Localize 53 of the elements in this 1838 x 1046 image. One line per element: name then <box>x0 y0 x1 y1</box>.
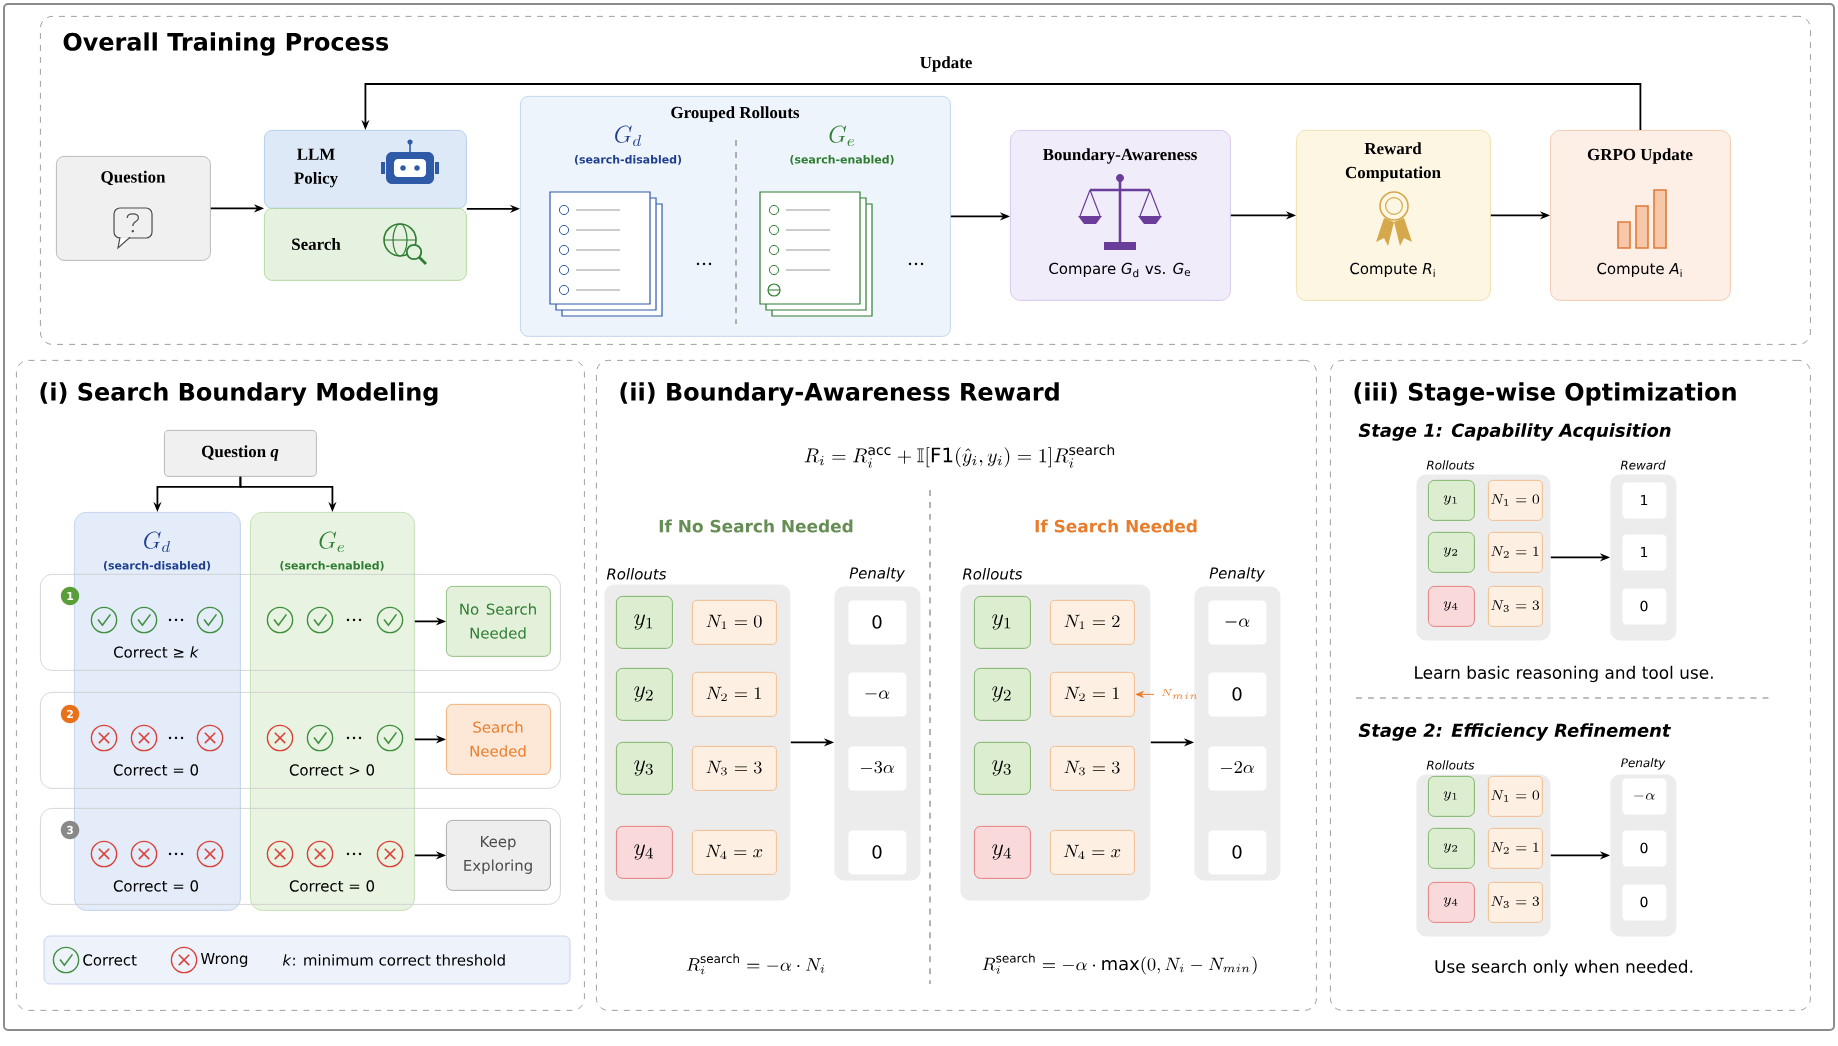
formula: $R_i^{\mathrm{search}} = -\alpha \cdot \max(0, N_i - N_{min})$ <box>982 953 1257 975</box>
search-count-tile: $N_1=0$ <box>1488 776 1543 817</box>
section-heading: If No Search Needed <box>659 519 853 533</box>
search-box: Search <box>264 208 467 281</box>
answer-tile: $y_2$ <box>616 668 673 721</box>
search-count-tile: $N_2=1$ <box>1488 532 1543 573</box>
formula: $R_i = R_i^{\mathrm{acc}} + \mathbb{I}[\mathrm{F1}(\hat{y}_i, y_i) = 1] R_i^{\mathrm{search}}$ <box>804 444 1115 468</box>
question-box: Question q <box>164 430 317 477</box>
answer-tile: $y_2$ <box>974 668 1031 721</box>
threshold-label: $N_{min}$ <box>1162 688 1198 700</box>
answer-tile: $y_4$ <box>616 826 673 879</box>
search-count-tile: $N_1=0$ <box>692 600 777 645</box>
answer-tile: $y_1$ <box>616 596 673 649</box>
question-box: Question <box>56 156 211 261</box>
search-count-tile: $N_2=1$ <box>1050 672 1135 717</box>
stage-heading: Stage 2: Efficiency Refinement <box>1358 723 1671 741</box>
search-count-tile: $N_3=3$ <box>1050 746 1135 791</box>
answer-tile: $y_2$ <box>1428 532 1475 573</box>
answer-tile: $y_1$ <box>1428 776 1475 817</box>
search-count-tile: $N_4=x$ <box>692 830 777 875</box>
formula: $R_i^{\mathrm{search}} = -\alpha \cdot N_i$ <box>686 953 825 975</box>
value-cell: 0 <box>1208 830 1267 875</box>
caption: Learn basic reasoning and tool use. <box>1415 665 1713 683</box>
answer-tile: $y_1$ <box>974 596 1031 649</box>
search-count-tile: $N_1=2$ <box>1050 600 1135 645</box>
search-count-tile: $N_4=x$ <box>1050 830 1135 875</box>
answer-tile: $y_3$ <box>616 742 673 795</box>
value-cell: $-\alpha$ <box>1208 600 1267 645</box>
edge-label: Update <box>917 54 975 74</box>
search-count-tile: $N_3=3$ <box>1488 586 1543 627</box>
answer-tile: $y_4$ <box>1428 586 1475 627</box>
caption: Use search only when needed. <box>1435 959 1693 977</box>
stage-heading: Stage 1: Capability Acquisition <box>1358 423 1671 441</box>
search-count-tile: $N_3=3$ <box>692 746 777 791</box>
answer-tile: $y_2$ <box>1428 828 1475 869</box>
answer-tile: $y_4$ <box>974 826 1031 879</box>
search-count-tile: $N_2=1$ <box>692 672 777 717</box>
answer-tile: $y_1$ <box>1428 480 1475 521</box>
value-cell: 0 <box>848 600 907 645</box>
value-cell: 0 <box>1208 672 1267 717</box>
search-count-tile: $N_3=3$ <box>1488 882 1543 923</box>
value-cell: $-\alpha$ <box>848 672 907 717</box>
value-cell: $-3\alpha$ <box>848 746 907 791</box>
value-cell: $-\alpha$ <box>1622 778 1667 815</box>
answer-tile: $y_3$ <box>974 742 1031 795</box>
arrow <box>1135 691 1155 698</box>
answer-tile: $y_4$ <box>1428 882 1475 923</box>
search-count-tile: $N_2=1$ <box>1488 828 1543 869</box>
search-count-tile: $N_1=0$ <box>1488 480 1543 521</box>
value-cell: $-2\alpha$ <box>1208 746 1267 791</box>
value-cell: 0 <box>848 830 907 875</box>
policy-box: LLM Policy <box>264 130 467 209</box>
section-heading: If Search Needed <box>1035 519 1197 533</box>
